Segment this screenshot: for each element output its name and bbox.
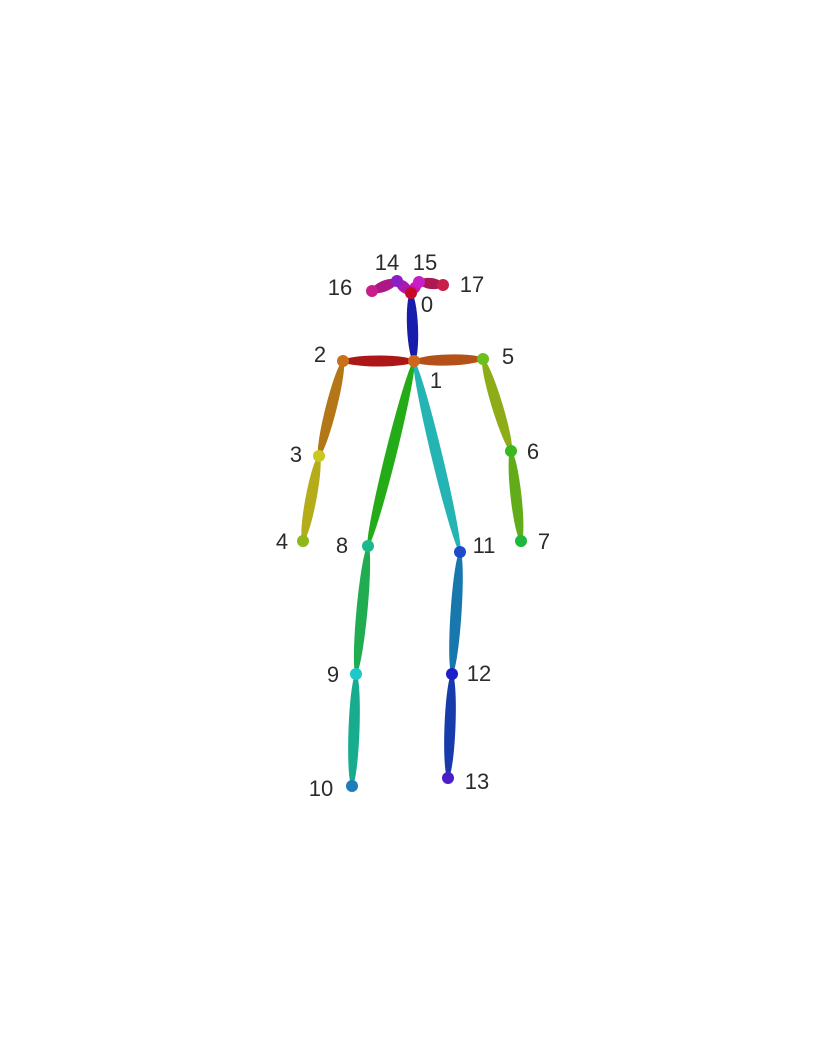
limb-6-7 — [508, 450, 524, 542]
keypoint-15 — [413, 276, 425, 288]
limb-1-2 — [343, 355, 414, 367]
keypoint-label-14: 14 — [375, 250, 399, 275]
keypoint-17 — [437, 279, 449, 291]
keypoint-label-15: 15 — [413, 250, 437, 275]
keypoint-0 — [405, 287, 417, 299]
keypoint-label-0: 0 — [421, 292, 433, 317]
limb-1-11 — [413, 360, 461, 553]
keypoint-7 — [515, 535, 527, 547]
keypoint-label-10: 10 — [309, 776, 333, 801]
keypoint-13 — [442, 772, 454, 784]
limb-1-8 — [367, 360, 415, 547]
limb-11-12 — [449, 551, 463, 675]
limb-2-3 — [317, 360, 345, 457]
keypoint-label-12: 12 — [467, 661, 491, 686]
keypoint-11 — [454, 546, 466, 558]
limb-15-17 — [418, 277, 444, 290]
keypoint-label-5: 5 — [502, 344, 514, 369]
limb-12-13 — [444, 673, 456, 779]
keypoint-14 — [391, 275, 403, 287]
keypoint-9 — [350, 668, 362, 680]
limb-3-4 — [301, 455, 321, 542]
keypoint-10 — [346, 780, 358, 792]
keypoint-label-1: 1 — [430, 368, 442, 393]
keypoint-label-11: 11 — [473, 533, 496, 558]
keypoint-16 — [366, 285, 378, 297]
limb-5-6 — [482, 358, 512, 452]
keypoint-2 — [337, 355, 349, 367]
keypoint-label-7: 7 — [538, 529, 550, 554]
limb-9-10 — [348, 673, 360, 787]
limb-1-0 — [406, 292, 419, 362]
keypoint-label-9: 9 — [327, 662, 339, 687]
keypoint-label-8: 8 — [336, 533, 348, 558]
keypoint-3 — [313, 450, 325, 462]
keypoint-label-4: 4 — [276, 529, 288, 554]
keypoint-5 — [477, 353, 489, 365]
joints-layer — [297, 275, 527, 792]
limb-14-16 — [371, 278, 398, 294]
limb-1-5 — [413, 354, 484, 366]
keypoint-8 — [362, 540, 374, 552]
limb-8-9 — [353, 545, 371, 675]
keypoint-6 — [505, 445, 517, 457]
keypoint-label-2: 2 — [314, 342, 326, 367]
keypoint-label-17: 17 — [460, 272, 484, 297]
keypoint-1 — [408, 355, 420, 367]
keypoint-12 — [446, 668, 458, 680]
keypoint-label-13: 13 — [465, 769, 489, 794]
keypoint-label-6: 6 — [527, 439, 539, 464]
keypoint-label-3: 3 — [290, 442, 302, 467]
keypoint-4 — [297, 535, 309, 547]
keypoint-label-16: 16 — [328, 275, 352, 300]
limbs-layer — [301, 277, 524, 787]
